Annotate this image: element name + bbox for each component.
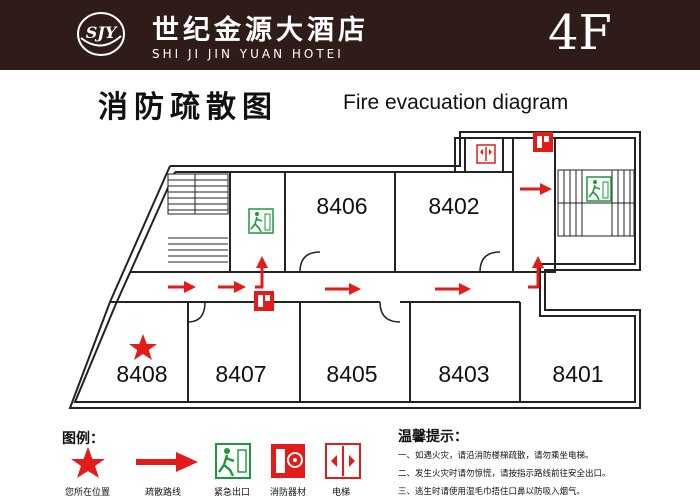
hotel-name-en: SHI JI JIN YUAN HOTEI [152, 47, 344, 61]
room-8403: 8403 [438, 361, 489, 387]
exit-sign-plan-2-icon [586, 176, 612, 202]
evacuation-route [168, 183, 552, 295]
you-are-here-star-icon [129, 334, 157, 360]
room-8408: 8408 [116, 361, 167, 387]
room-8405: 8405 [326, 361, 377, 387]
title-cn: 消防疏散图 [98, 90, 278, 125]
tip-line-1: 一、如遇火灾，请沿消防楼梯疏散，请勿乘坐电梯。 [398, 451, 594, 461]
hotel-logo-icon: SJY [77, 12, 125, 56]
header-banner: SJY 世纪金源大酒店 SHI JI JIN YUAN HOTEI 4F [0, 0, 700, 70]
tips-heading: 温馨提示： [398, 429, 468, 445]
title-en: Fire evacuation diagram [343, 91, 569, 114]
fire-equipment-plan-1-icon [254, 291, 274, 311]
upper-doors [299, 251, 501, 273]
legend-arrow-icon [136, 452, 198, 472]
legend-emergency-exit-icon [215, 443, 251, 479]
fire-equipment-plan-2-icon [533, 132, 553, 152]
lower-rooms [110, 301, 521, 402]
legend-label-equipment: 消防器材 [270, 488, 307, 498]
room-8402: 8402 [428, 193, 479, 219]
room-8406: 8406 [316, 193, 367, 219]
tip-line-2: 二、发生火灾时请勿惊慌，请按指示路线前往安全出口。 [398, 469, 611, 479]
legend-label-route: 疏散路线 [145, 488, 182, 498]
legend-fire-equipment-icon [271, 444, 305, 478]
tip-line-3: 三、逃生时请使用湿毛巾捂住口鼻以防吸入烟气。 [398, 487, 586, 497]
elevator-plan-icon [476, 144, 496, 164]
room-8401: 8401 [552, 361, 603, 387]
svg-text:SJY: SJY [86, 23, 118, 42]
stairs-left [167, 173, 229, 263]
legend-elevator-icon [325, 443, 361, 479]
legend-label-location: 您所在位置 [65, 488, 111, 498]
hotel-name-cn: 世纪金源大酒店 [152, 15, 369, 46]
route-arrow [528, 256, 544, 289]
legend-heading: 图例： [62, 431, 104, 447]
outer-walls [68, 131, 641, 409]
route-arrow [255, 256, 268, 289]
room-8407: 8407 [215, 361, 266, 387]
legend-label-elevator: 电梯 [332, 488, 351, 498]
exit-sign-plan-1-icon [248, 208, 274, 234]
legend-label-exit: 紧急出口 [214, 488, 251, 498]
floor-number: 4F [548, 5, 612, 61]
legend-star-icon [71, 447, 105, 478]
lower-doors [187, 301, 401, 323]
